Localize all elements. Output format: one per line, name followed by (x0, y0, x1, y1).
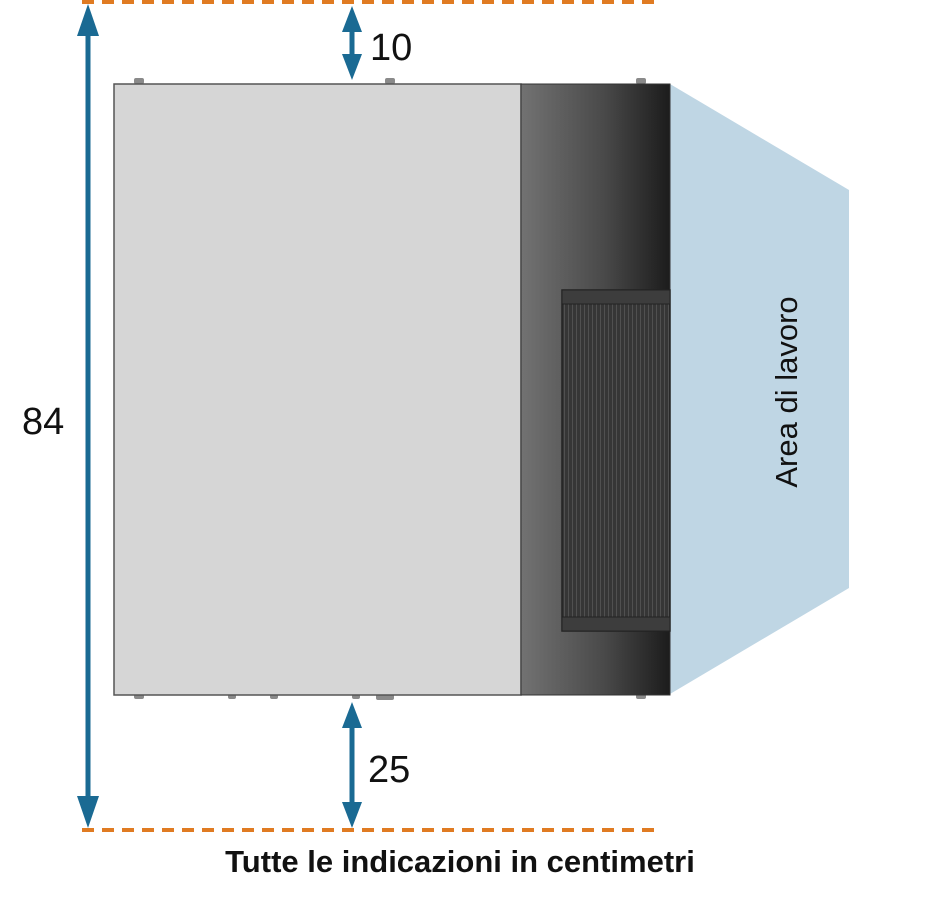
units-footnote: Tutte le indicazioni in centimetri (225, 844, 695, 879)
bottom-clearance-arrow (342, 702, 362, 828)
work-area-label: Area di lavoro (769, 296, 804, 487)
top-clearance-arrow (342, 6, 362, 80)
bottom-clearance-label: 25 (368, 749, 410, 791)
total-height-label: 84 (22, 401, 64, 443)
total-height-arrow (77, 4, 99, 828)
top-clearance-label: 10 (370, 27, 412, 69)
cabinet-body (113, 83, 522, 696)
cabinet-grille (561, 289, 671, 632)
work-area-zone (670, 84, 849, 694)
